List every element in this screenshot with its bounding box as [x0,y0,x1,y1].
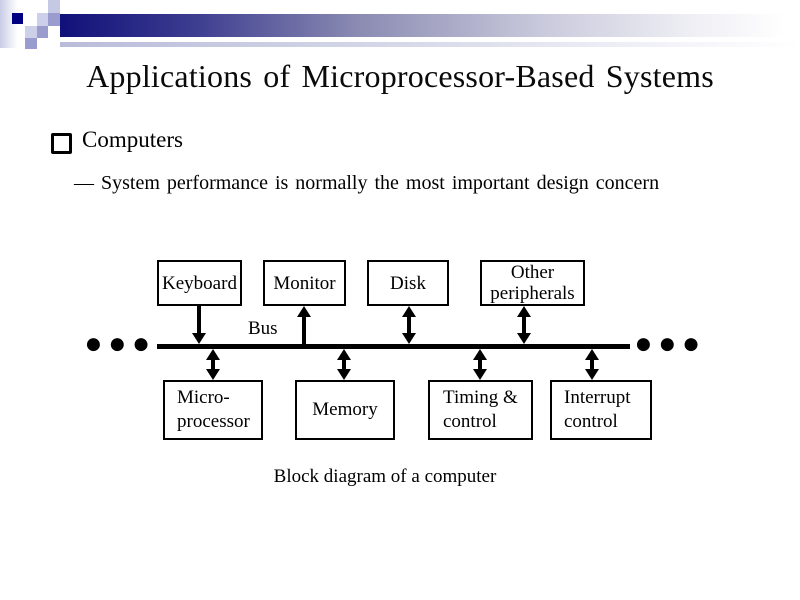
decor-square-purple-2 [37,26,48,38]
arrow-line [522,315,526,335]
arrowhead-down-icon [337,369,351,380]
arrowhead-up-icon [585,349,599,360]
header-gradient-bar [60,14,800,37]
arrow-line [478,358,482,371]
arrowhead-up-icon [206,349,220,360]
bus-line [157,344,630,349]
arrow-line [590,358,594,371]
box-timing-control: Timing & control [428,380,533,440]
box-keyboard: Keyboard [157,260,242,306]
arrow-disk-bus-bidirectional [401,306,417,344]
arrow-interrupt-bus-bidirectional [584,349,600,380]
arrowhead-down-icon [473,369,487,380]
arrowhead-up-icon [402,306,416,317]
arrow-timing-bus-bidirectional [472,349,488,380]
decor-square-light-1 [48,0,60,13]
decor-square-navy [12,13,23,24]
arrow-line [197,306,201,335]
arrowhead-down-icon [206,369,220,380]
box-disk: Disk [367,260,449,306]
arrowhead-down-icon [402,333,416,344]
diagram-caption: Block diagram of a computer [273,466,497,487]
arrow-line [211,358,215,371]
arrow-memory-bus-bidirectional [336,349,352,380]
slide-title: Applications of Microprocessor-Based Sys… [86,58,714,94]
arrowhead-down-icon [517,333,531,344]
header-thin-bar [60,42,800,47]
arrow-bus-to-monitor [296,306,312,344]
bullet-text: Computers [82,127,183,152]
bus-label: Bus [248,318,278,339]
bus-continuation-right-dots: ●●● [636,334,708,354]
box-other-peripherals: Other peripherals [480,260,585,306]
box-microprocessor: Micro- processor [163,380,263,440]
arrow-line [302,315,306,344]
box-monitor: Monitor [263,260,346,306]
sub-bullet-text: — System performance is normally the mos… [74,172,660,194]
decor-square-light-2 [37,13,48,26]
decor-square-light-3 [25,26,37,38]
arrow-line [407,315,411,335]
arrow-microprocessor-bus-bidirectional [205,349,221,380]
arrowhead-up-icon [517,306,531,317]
arrow-keyboard-to-bus [191,306,207,344]
arrowhead-down-icon [192,333,206,344]
decor-square-purple-1 [48,13,60,26]
arrow-other-bus-bidirectional [516,306,532,344]
box-memory: Memory [295,380,395,440]
arrow-line [342,358,346,371]
arrowhead-down-icon [585,369,599,380]
arrowhead-up-icon [473,349,487,360]
arrowhead-up-icon [297,306,311,317]
header-left-strip [0,0,18,48]
square-bullet-icon [51,133,72,154]
box-interrupt-control: Interrupt control [550,380,652,440]
bus-continuation-left-dots: ●●● [86,334,158,354]
decor-square-purple-3 [25,38,37,49]
arrowhead-up-icon [337,349,351,360]
